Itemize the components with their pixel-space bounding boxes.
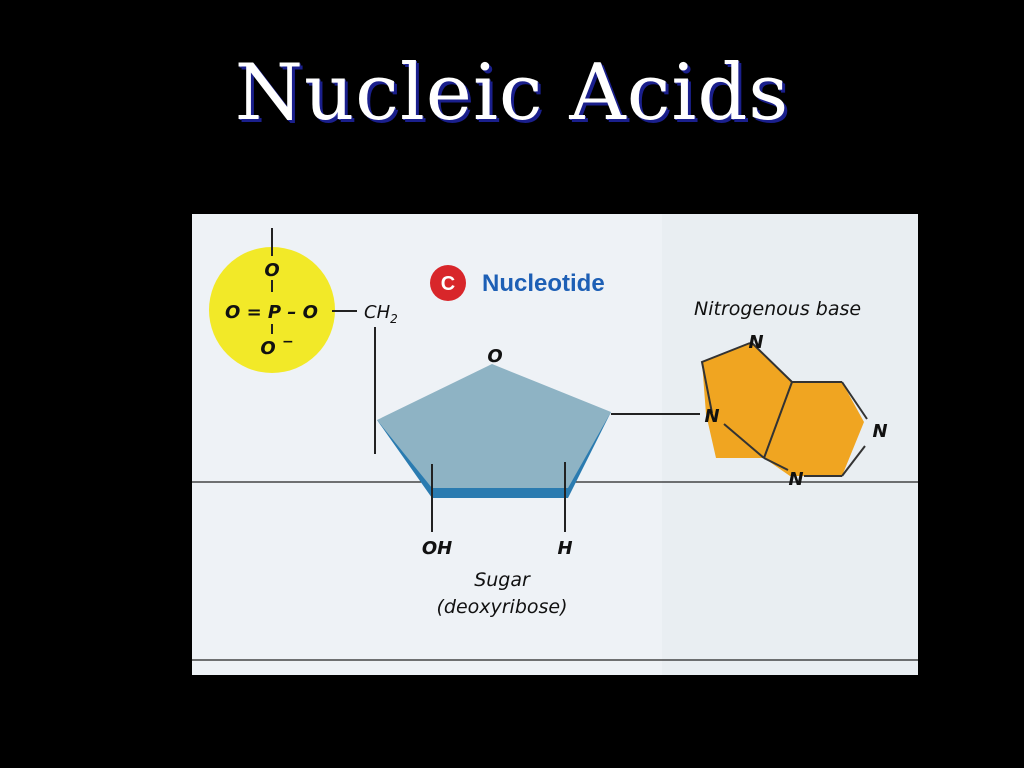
sugar-top-face bbox=[377, 364, 611, 488]
phosphate-top-oxygen: O bbox=[264, 260, 279, 281]
oh-label: OH bbox=[422, 538, 452, 559]
base-n-right: N bbox=[872, 421, 887, 442]
sugar-ring-oxygen: O bbox=[487, 346, 502, 367]
sugar-sublabel: (deoxyribose) bbox=[436, 596, 567, 618]
panel-heading: C Nucleotide bbox=[430, 265, 605, 301]
phosphate-circle bbox=[209, 247, 335, 373]
base-n-left: N bbox=[704, 406, 719, 427]
h-label: H bbox=[557, 538, 572, 559]
panel-title: Nucleotide bbox=[482, 270, 605, 297]
base-ring-edge-8 bbox=[723, 423, 765, 459]
nucleotide-figure: O O = P – O O − CH2 O OH H Sugar (deoxyr… bbox=[192, 214, 918, 675]
phosphate-group: O O = P – O O − bbox=[209, 228, 335, 373]
ch2-label: CH2 bbox=[364, 302, 398, 326]
phosphate-middle-row: O = P – O bbox=[225, 302, 318, 323]
panel-badge-letter: C bbox=[441, 273, 455, 295]
sugar-label: Sugar bbox=[474, 569, 531, 591]
nucleotide-diagram: O O = P – O O − CH2 O OH H Sugar (deoxyr… bbox=[192, 214, 918, 675]
base-label: Nitrogenous base bbox=[694, 298, 861, 320]
base-ring-edge-2 bbox=[751, 342, 793, 383]
base-ring-edge-7 bbox=[763, 381, 793, 459]
panel-badge bbox=[430, 265, 466, 301]
slide-title: Nucleic Acids bbox=[234, 48, 790, 138]
nitrogenous-base: Nitrogenous base N N N N bbox=[694, 298, 888, 490]
base-ring-edge-9 bbox=[763, 457, 789, 471]
base-n-bottom: N bbox=[788, 469, 803, 490]
phosphate-negative-charge: − bbox=[282, 334, 294, 350]
sugar-ring: O OH H Sugar (deoxyribose) bbox=[377, 346, 611, 618]
base-ring-edge-4 bbox=[841, 381, 868, 420]
phosphate-bottom-oxygen: O bbox=[260, 338, 275, 359]
base-ring-edge-1 bbox=[700, 342, 751, 414]
base-ring-edge-5 bbox=[841, 445, 866, 477]
base-n-top: N bbox=[748, 332, 763, 353]
